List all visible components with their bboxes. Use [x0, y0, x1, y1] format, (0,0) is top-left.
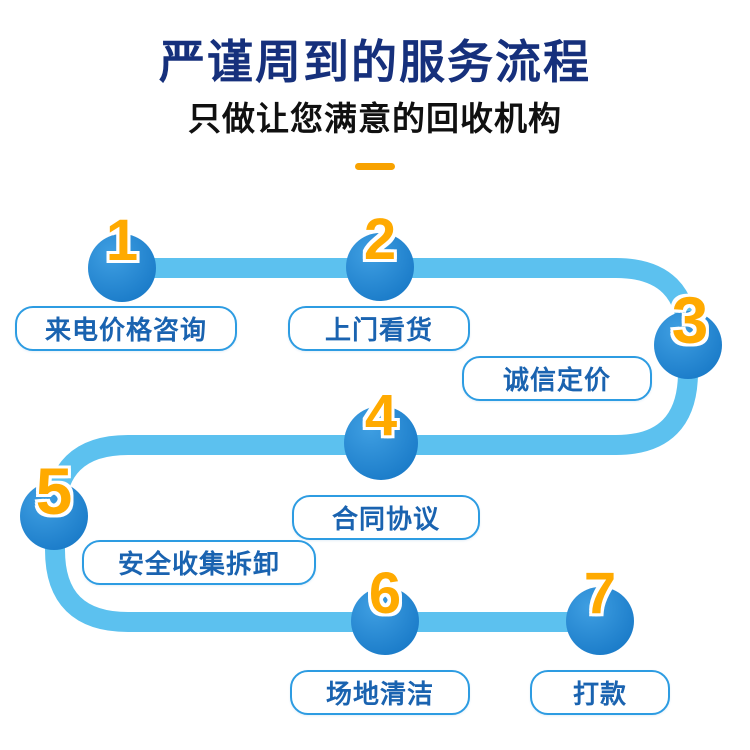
title-divider-dash [355, 163, 395, 170]
page-subtitle: 只做让您满意的回收机构 [188, 100, 562, 137]
page-title: 严谨周到的服务流程 [159, 36, 591, 88]
step-label-2: 上门看货 [288, 306, 470, 351]
step-number-2: 2 [363, 207, 397, 272]
step-label-7: 打款 [530, 670, 670, 715]
step-number-3: 3 [671, 283, 709, 357]
step-number-5: 5 [35, 454, 73, 528]
step-number-6: 6 [368, 561, 402, 626]
step-label-1: 来电价格咨询 [15, 306, 237, 351]
step-circle-3 [654, 311, 722, 379]
step-circle-4 [344, 406, 418, 480]
step-number-4: 4 [364, 383, 398, 448]
step-number-7: 7 [583, 561, 617, 626]
step-label-5: 安全收集拆卸 [82, 540, 316, 585]
step-circle-1 [88, 234, 156, 302]
step-circle-5 [20, 482, 88, 550]
step-label-6: 场地清洁 [290, 670, 470, 715]
step-number-1: 1 [105, 208, 139, 273]
step-circle-7 [566, 587, 634, 655]
step-circle-2 [346, 233, 414, 301]
step-label-4: 合同协议 [292, 495, 480, 540]
step-circle-6 [351, 587, 419, 655]
step-label-3: 诚信定价 [462, 356, 652, 401]
